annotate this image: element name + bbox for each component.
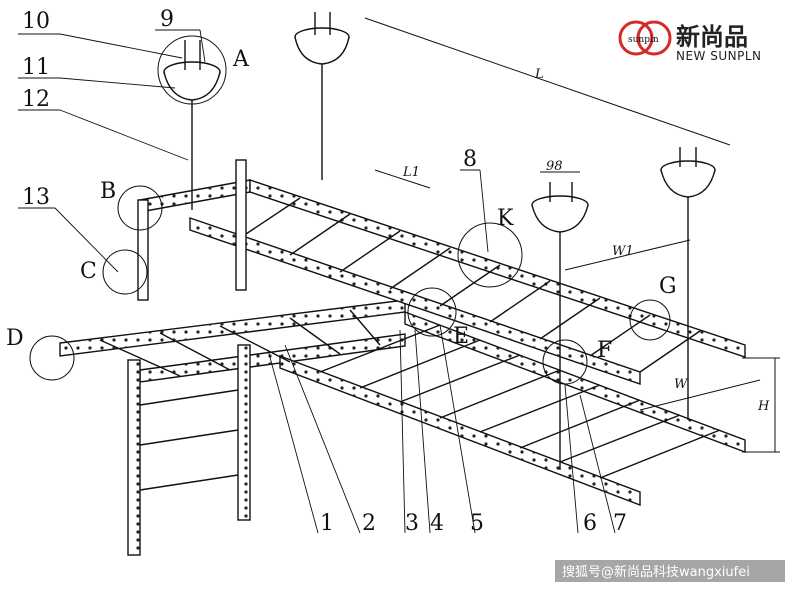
lower-tray <box>59 299 746 507</box>
part-number-labels: 10 9 11 12 13 8 1 2 3 4 5 6 7 <box>22 7 627 536</box>
logo-chinese-text: 新尚品 <box>676 23 748 51</box>
dimension-labels: L L1 W1 W H 98 <box>402 67 770 414</box>
watermark-text: 搜狐号@新尚品科技wangxiufei <box>562 564 750 580</box>
dim-W: W <box>674 377 689 392</box>
dim-98: 98 <box>546 159 563 174</box>
label-4: 4 <box>430 511 444 536</box>
label-5: 5 <box>470 511 484 536</box>
label-D: D <box>6 326 24 351</box>
logo-mark-icon <box>618 20 654 56</box>
label-B: B <box>100 179 116 204</box>
label-9: 9 <box>160 7 174 32</box>
vertical-ladder <box>127 159 251 556</box>
label-6: 6 <box>583 511 597 536</box>
label-11: 11 <box>22 55 50 80</box>
leader-lines <box>18 29 616 534</box>
label-A: A <box>232 47 250 72</box>
label-13: 13 <box>22 185 50 210</box>
dim-L1: L1 <box>402 165 420 180</box>
dim-H: H <box>757 399 770 414</box>
dim-L: L <box>534 67 544 82</box>
detail-circles <box>29 35 671 385</box>
logo-badge-text: sunpin <box>628 35 659 45</box>
hangers <box>163 12 716 470</box>
dimension-lines <box>364 17 780 453</box>
label-2: 2 <box>362 511 376 536</box>
brand-logo: sunpin 新尚品 NEW SUNPLN <box>618 20 762 63</box>
label-C: C <box>80 259 97 284</box>
watermark: 搜狐号@新尚品科技wangxiufei <box>555 560 785 582</box>
logo-english-text: NEW SUNPLN <box>676 49 762 63</box>
label-12: 12 <box>22 87 50 112</box>
label-K: K <box>497 206 514 231</box>
label-10: 10 <box>22 9 50 34</box>
hanger-4 <box>660 147 716 420</box>
hanger-3 <box>531 182 589 470</box>
hanger-A <box>163 40 221 210</box>
label-8: 8 <box>463 147 477 172</box>
label-7: 7 <box>613 511 627 536</box>
label-E: E <box>453 324 469 349</box>
label-F: F <box>597 338 612 363</box>
dim-W1: W1 <box>612 244 634 259</box>
label-G: G <box>659 274 677 299</box>
label-3: 3 <box>405 511 419 536</box>
upper-tray <box>139 179 746 385</box>
label-1: 1 <box>320 511 334 536</box>
detail-letter-labels: A B C D E F G K <box>6 47 677 363</box>
hanger-2 <box>294 12 350 180</box>
